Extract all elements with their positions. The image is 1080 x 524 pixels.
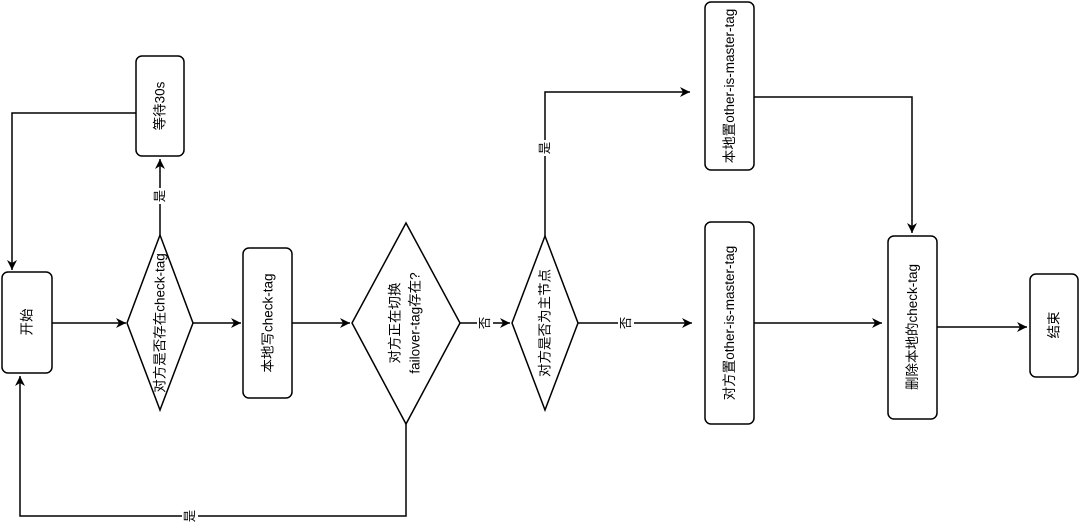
- edge-label-text: 是: [183, 509, 197, 522]
- delete-check-process-box: [887, 235, 938, 420]
- write-check-label: 本地写check-tag: [261, 273, 276, 372]
- edge-label-is-master-yes: 是: [537, 140, 553, 156]
- remote-set-master-process-box: [704, 221, 755, 425]
- end-label: 结束: [1047, 311, 1062, 339]
- node-end: 结束: [1029, 273, 1079, 378]
- node-local-set-master: 本地置other-is-master-tag: [704, 1, 755, 171]
- failover-check-label-line-1: 对方正在切换: [388, 282, 403, 363]
- node-check-exists: 对方是否存在check-tag: [126, 232, 194, 413]
- edge-is-master-to-local-set-master: [544, 87, 690, 236]
- edge-label-background: [537, 140, 553, 156]
- edge-label-background: [182, 508, 198, 524]
- edge-label-background: [618, 315, 634, 331]
- failover-check-decision-diamond: [351, 221, 461, 426]
- edge-label-text: 否: [619, 317, 633, 330]
- edge-labels: 是 是 否 是 否: [152, 140, 634, 524]
- local-set-master-label: 本地置other-is-master-tag: [722, 9, 737, 164]
- edge-failover-check-to-start: [15, 376, 407, 517]
- edge-label-background: [477, 315, 493, 331]
- is-master-label: 对方是否为主节点: [538, 269, 553, 377]
- start-terminal-box: [1, 271, 53, 374]
- check-exists-decision-diamond: [126, 232, 194, 413]
- edge-label-failover-no: 否: [477, 315, 493, 331]
- wait-label: 等待30s: [152, 81, 168, 130]
- edges: [7, 87, 1027, 517]
- start-label: 开始: [20, 308, 35, 335]
- edge-label-background: [152, 188, 168, 204]
- remote-set-master-label: 对方置other-is-master-tag: [722, 246, 737, 401]
- local-set-master-process-box: [704, 1, 755, 171]
- node-is-master: 对方是否为主节点: [511, 233, 579, 413]
- wait-process-box: [135, 55, 185, 157]
- node-delete-check: 删除本地的check-tag: [887, 235, 938, 420]
- edge-wait-to-start: [7, 112, 136, 270]
- edge-label-text: 是: [538, 141, 552, 154]
- node-wait: 等待30s: [135, 55, 185, 157]
- node-write-check: 本地写check-tag: [242, 247, 293, 399]
- edge-label-check-exists-yes: 是: [152, 188, 168, 204]
- node-start: 开始: [1, 271, 53, 374]
- failover-check-label-line-2: failover-tag存在?: [408, 272, 423, 373]
- write-check-process-box: [242, 247, 293, 399]
- delete-check-label: 删除本地的check-tag: [905, 264, 920, 390]
- end-terminal-box: [1029, 273, 1079, 378]
- edge-local-set-master-to-delete-check: [754, 96, 917, 233]
- node-remote-set-master: 对方置other-is-master-tag: [704, 221, 755, 425]
- edge-label-text: 否: [478, 317, 492, 330]
- edge-label-is-master-no: 否: [618, 315, 634, 331]
- check-exists-label: 对方是否存在check-tag: [153, 253, 168, 393]
- edge-label-text: 是: [153, 189, 167, 202]
- edge-label-failover-yes: 是: [182, 508, 198, 524]
- node-failover-check: 对方正在切换 failover-tag存在?: [351, 221, 461, 426]
- is-master-decision-diamond: [511, 233, 579, 413]
